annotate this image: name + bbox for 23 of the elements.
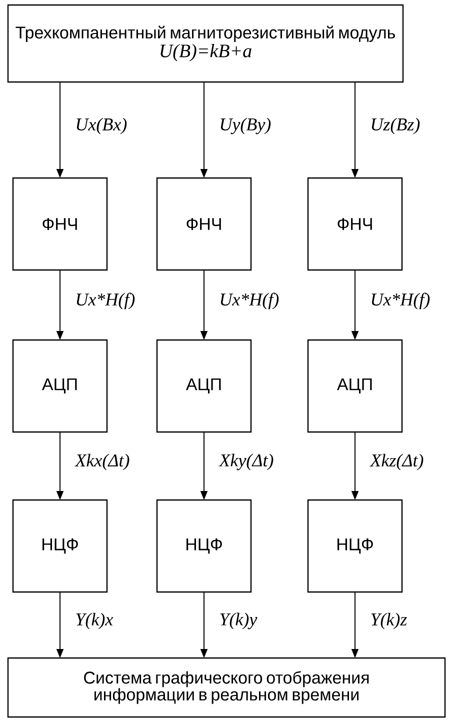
- block-box: ФНЧ: [12, 177, 108, 271]
- edge-label: Xkz(Δt): [369, 452, 425, 472]
- edge-label: Y(k)x: [74, 612, 114, 630]
- block-box: НЦФ: [156, 499, 252, 593]
- block-box: НЦФ: [12, 499, 108, 593]
- block-box: АЦП: [156, 339, 252, 433]
- edge-label: Xky(Δt): [218, 452, 275, 472]
- block-box: АЦП: [12, 339, 108, 433]
- block-box: ФНЧ: [156, 177, 252, 271]
- block-box: НЦФ: [307, 499, 403, 593]
- edge-label: Ux*H(f): [369, 292, 432, 310]
- block-box: ФНЧ: [307, 177, 403, 271]
- edge-label: Uz(Bz): [369, 116, 422, 136]
- block-box: АЦП: [307, 339, 403, 433]
- display-system-box: Система графического отображения информации в реальном времени: [7, 657, 446, 718]
- edge-label: Ux*H(f): [74, 292, 136, 310]
- edge-label: Y(k)y: [218, 612, 258, 630]
- edge-label: Uy(By): [218, 116, 272, 136]
- edge-label: Ux*H(f): [218, 292, 280, 310]
- edge-label: Y(k)z: [369, 612, 408, 630]
- edge-label: Ux(Bx): [74, 116, 128, 136]
- module-box: Трехкомпанентный магниторезистивный модуль U(B)=kB+a: [7, 4, 404, 83]
- edge-label: Xkx(Δt): [74, 452, 131, 472]
